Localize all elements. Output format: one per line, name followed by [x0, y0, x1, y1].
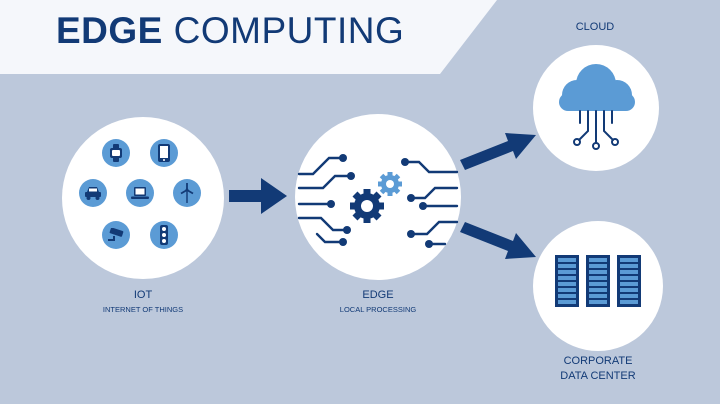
arrow-edge-to-datacenter — [460, 222, 536, 259]
smartwatch-icon — [102, 139, 130, 167]
car-icon — [79, 179, 107, 207]
iot-label: IOT — [133, 289, 153, 301]
title-banner — [0, 0, 720, 74]
page-title-bold: EDGE — [56, 10, 163, 51]
edge-label: EDGE — [362, 289, 394, 301]
datacenter-label-line1: CORPORATE — [563, 355, 633, 367]
datacenter-label-line2: DATA CENTER — [560, 370, 636, 382]
wind-turbine-icon — [173, 179, 201, 207]
security-camera-icon — [102, 221, 130, 249]
edge-sublabel: LOCAL PROCESSING — [339, 305, 417, 314]
laptop-icon — [126, 179, 154, 207]
arrow-edge-to-cloud — [460, 133, 536, 170]
cloud-icon — [559, 64, 635, 150]
server-rack-icon — [555, 255, 641, 307]
smartphone-icon — [150, 139, 178, 167]
page-title-light: COMPUTING — [173, 10, 405, 51]
iot-sublabel: INTERNET OF THINGS — [102, 305, 184, 314]
cloud-label: CLOUD — [575, 21, 615, 33]
arrow-iot-to-edge — [229, 178, 287, 214]
page-title: EDGE COMPUTING — [56, 10, 404, 52]
traffic-light-icon — [150, 221, 178, 249]
circuit-processor-icon — [297, 154, 459, 248]
